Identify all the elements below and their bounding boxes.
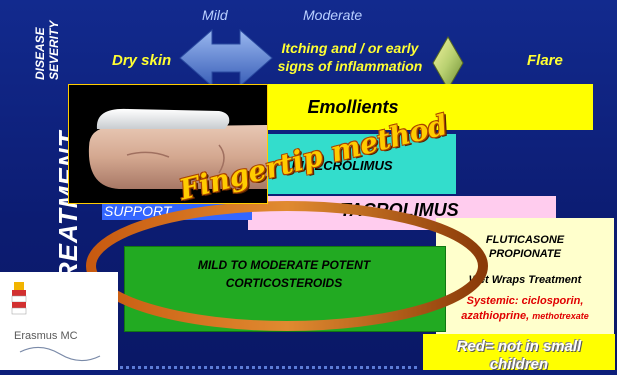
systemic-methotrexate: methotrexate — [532, 311, 589, 321]
moderate-label: Moderate — [303, 7, 362, 23]
dry-skin-label: Dry skin — [112, 52, 171, 69]
flare-label: Flare — [527, 52, 563, 69]
disease-severity-label-line2: SEVERITY — [47, 21, 61, 80]
orange-ring-shape — [82, 196, 492, 336]
red-note-line2: children — [423, 356, 615, 373]
bottom-dotted-line — [120, 366, 420, 369]
mild-label: Mild — [202, 7, 228, 23]
itching-label-line2: signs of inflammation — [252, 58, 448, 74]
erasmus-mc-logo — [0, 272, 118, 370]
erasmus-mc-logo-text: Erasmus MC — [14, 330, 78, 342]
disease-severity-label-line1: DISEASE — [33, 27, 47, 80]
red-note-line1: Red= not in small — [423, 338, 615, 355]
itching-label-line1: Itching and / or early — [252, 40, 448, 56]
lighthouse-icon — [0, 272, 118, 370]
